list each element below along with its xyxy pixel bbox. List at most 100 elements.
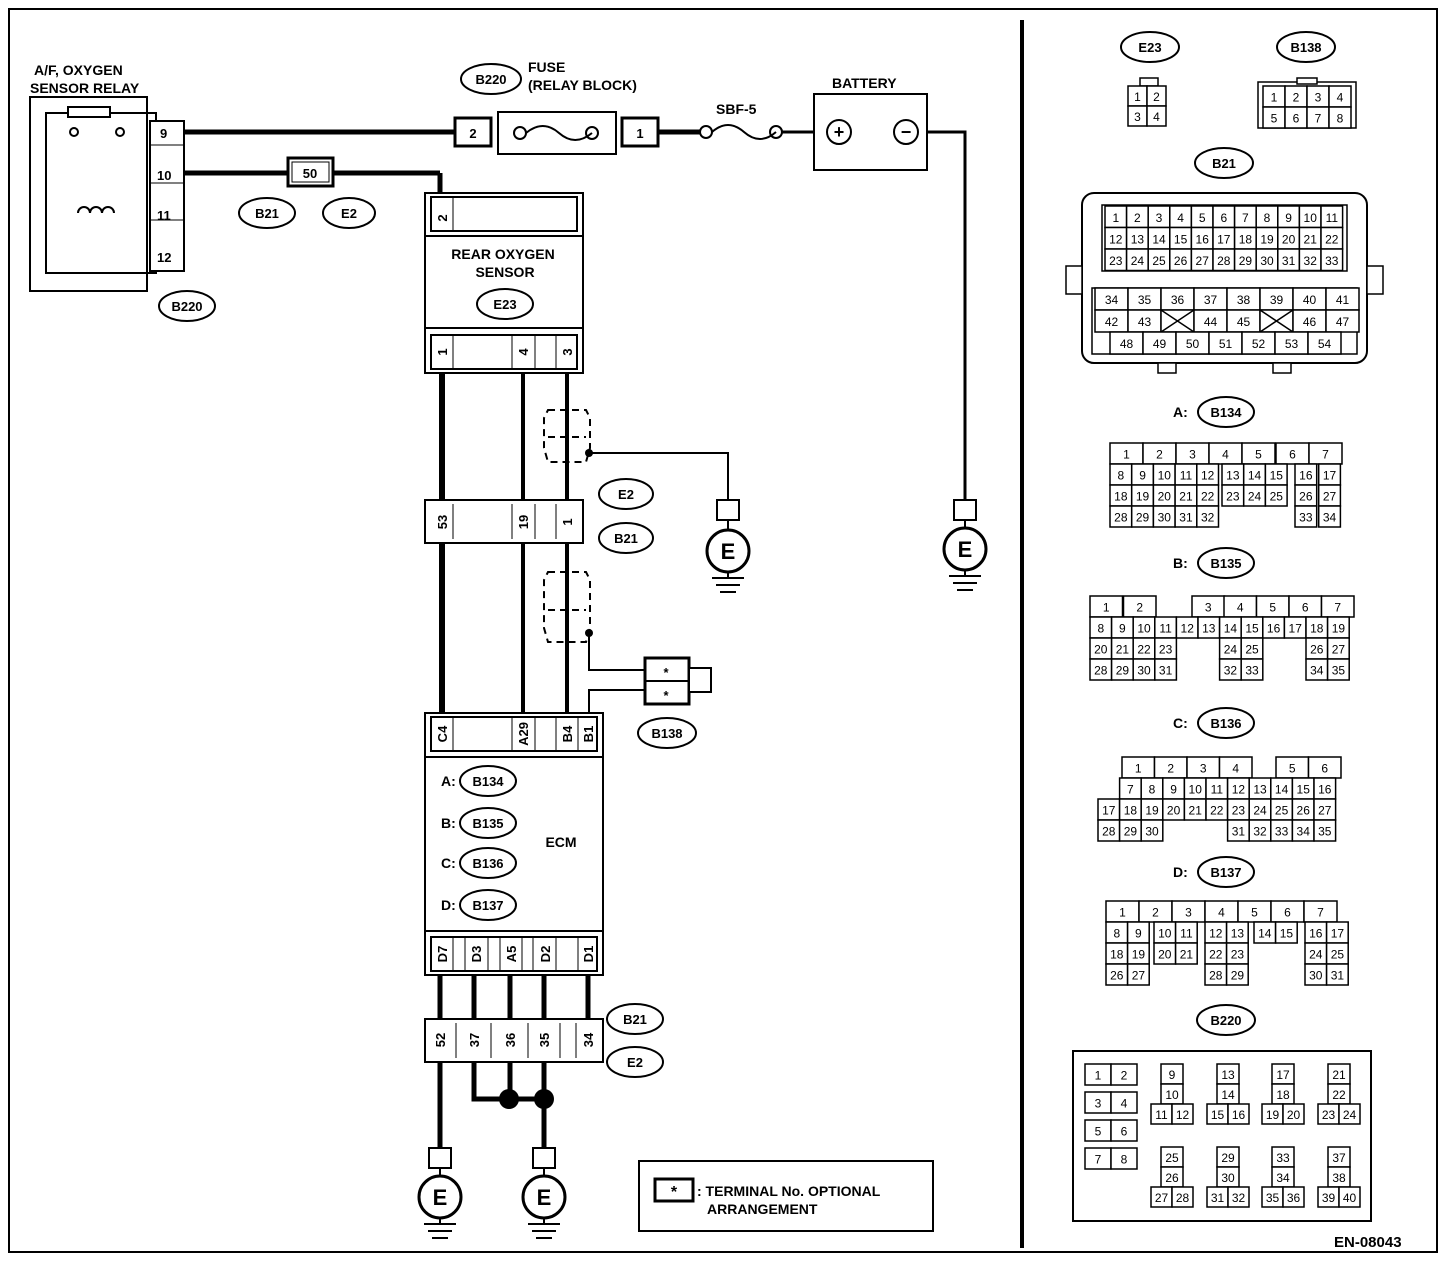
- pin-cell: 14: [1152, 232, 1166, 246]
- pin-cell: 37: [1204, 293, 1218, 307]
- ground-label: E: [958, 537, 973, 562]
- b138-tag: B138: [651, 726, 682, 741]
- pin-cell: 26: [1297, 804, 1311, 818]
- b138-face-view: B138: [1276, 31, 1336, 63]
- pin-cell: 11: [1180, 927, 1193, 941]
- relay-block-fuse: FUSE (RELAY BLOCK) B220 2 1: [453, 59, 660, 155]
- pin-cell: 29: [1221, 1151, 1235, 1165]
- pin-cell: 25: [1270, 490, 1284, 504]
- pin-cell: 10: [1165, 1088, 1179, 1102]
- pin-cell: 6: [1289, 448, 1296, 462]
- joint-connector-bottom: 52 37 36 35 34 B21 E2: [424, 1003, 664, 1078]
- pin-cell: 11: [1159, 622, 1172, 636]
- fuse-label-line2: (RELAY BLOCK): [528, 77, 637, 93]
- pin-cell: 12: [1201, 469, 1215, 483]
- pin-cell: 3: [1189, 448, 1196, 462]
- ecm-pin-d2: D2: [538, 946, 553, 963]
- pin-cell: 16: [1267, 622, 1281, 636]
- pin-cell: 26: [1165, 1171, 1179, 1185]
- joint-bottom-pin-34: 34: [581, 1032, 596, 1047]
- pin-cell: 5: [1269, 601, 1276, 615]
- pin-cell: 2: [1121, 1069, 1128, 1083]
- pin-cell: 7: [1317, 906, 1324, 920]
- b134-face-view-title: B134: [1210, 405, 1242, 420]
- ground-icon: E: [705, 499, 751, 593]
- joint-50-tag-b: E2: [341, 206, 357, 221]
- pin-cell: 27: [1318, 804, 1332, 818]
- pin-cell: 3: [1200, 762, 1207, 776]
- b134-prefix: A:: [1173, 404, 1188, 420]
- pin-cell: 31: [1232, 825, 1246, 839]
- connector-b138: * * B138: [637, 656, 712, 749]
- pin-cell: 20: [1167, 804, 1181, 818]
- pin-cell: 14: [1275, 783, 1289, 797]
- pin-cell: 29: [1231, 969, 1245, 983]
- pin-cell: 21: [1304, 232, 1318, 246]
- pin-cell: 20: [1158, 948, 1172, 962]
- pin-cell: 11: [1211, 783, 1224, 797]
- joint-mid-pin-1: 1: [560, 518, 575, 525]
- b136-face-view-title: B136: [1210, 716, 1241, 731]
- battery: BATTERY + −: [813, 75, 928, 171]
- pin-cell: 11: [1326, 211, 1339, 225]
- pin-cell: 23: [1231, 948, 1245, 962]
- pin-cell: 4: [1337, 91, 1344, 105]
- pin-cell: 42: [1105, 315, 1119, 329]
- pin-cell: 10: [1189, 783, 1203, 797]
- pin-cell: 26: [1299, 490, 1313, 504]
- pin-cell: 5: [1255, 448, 1262, 462]
- pin-cell: 2: [1167, 762, 1174, 776]
- pin-cell: 9: [1169, 1068, 1176, 1082]
- pin-cell: 8: [1113, 927, 1120, 941]
- relay-label-line1: A/F, OXYGEN: [34, 62, 123, 78]
- pin-cell: 3: [1185, 906, 1192, 920]
- pin-cell: 38: [1237, 293, 1251, 307]
- sensor-pin-3: 3: [560, 348, 575, 355]
- pin-cell: 17: [1217, 232, 1231, 246]
- b137-face-view-title: B137: [1210, 865, 1241, 880]
- pin-cell: 18: [1110, 948, 1124, 962]
- pin-cell: 6: [1121, 1125, 1128, 1139]
- relay-pin-10: 10: [157, 168, 171, 183]
- joint-mid-pin-53: 53: [435, 515, 450, 529]
- shield-drain-node-2: [585, 629, 593, 637]
- pin-cell: 23: [1322, 1108, 1336, 1122]
- pin-cell: 6: [1284, 906, 1291, 920]
- fuse-pin-2: 2: [469, 126, 476, 141]
- b136-face-view: B136: [1197, 707, 1255, 739]
- relay-connector-id: B220: [171, 299, 202, 314]
- pin-cell: 21: [1332, 1068, 1346, 1082]
- pin-cell: 1: [1119, 906, 1126, 920]
- pin-cell: 32: [1224, 664, 1238, 678]
- sbf-label: SBF-5: [716, 101, 757, 117]
- pin-cell: 18: [1310, 622, 1324, 636]
- ground-label: E: [433, 1185, 448, 1210]
- pin-cell: 16: [1232, 1108, 1246, 1122]
- splice-node-1: [499, 1089, 519, 1109]
- fusible-link-sbf: SBF-5: [699, 101, 814, 140]
- pin-cell: 1: [1095, 1069, 1102, 1083]
- pin-cell: 6: [1321, 762, 1328, 776]
- b220-face-view-title: B220: [1210, 1013, 1241, 1028]
- pin-cell: 11: [1180, 469, 1193, 483]
- diagram-frame: [8, 8, 1438, 1253]
- pin-cell: 22: [1325, 232, 1339, 246]
- pin-cell: 8: [1149, 783, 1156, 797]
- pin-cell: 17: [1323, 469, 1337, 483]
- pin-cell: 15: [1270, 469, 1284, 483]
- pin-cell: 50: [1186, 337, 1200, 351]
- pin-cell: 17: [1331, 927, 1345, 941]
- pin-cell: 15: [1245, 622, 1259, 636]
- pin-cell: 4: [1222, 448, 1229, 462]
- pin-cell: 5: [1095, 1125, 1102, 1139]
- relay-contact-right: [115, 127, 125, 137]
- pin-cell: 45: [1237, 315, 1251, 329]
- pin-cell: 16: [1318, 783, 1332, 797]
- pin-cell: 25: [1275, 804, 1289, 818]
- ecm-conn-prefix-a: A:: [441, 773, 456, 789]
- pin-cell: 12: [1232, 783, 1246, 797]
- pin-cell: 28: [1094, 664, 1108, 678]
